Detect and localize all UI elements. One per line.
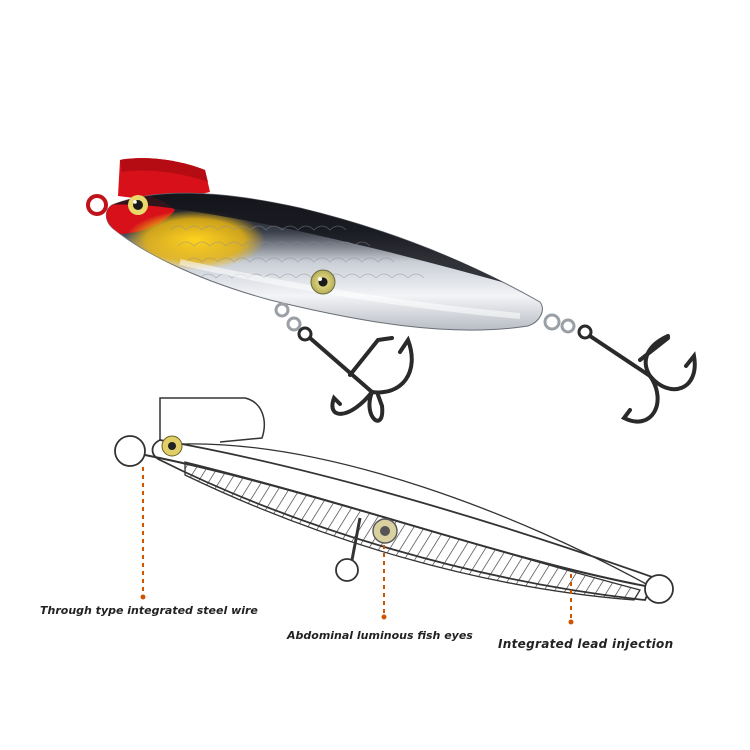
label-steel-wire: Through type integrated steel wire xyxy=(40,604,258,617)
lip-outline xyxy=(159,397,266,443)
steel-wire-line xyxy=(144,454,657,589)
lure-illustration xyxy=(86,158,697,424)
line-tie-ring xyxy=(86,194,108,216)
luminous-eye-icon xyxy=(310,269,336,295)
luminous-eye-icon xyxy=(161,435,183,457)
abdominal-eye xyxy=(372,518,398,544)
tail-tie-ring xyxy=(644,574,674,604)
lead-injection-area xyxy=(184,461,642,601)
head-eye xyxy=(128,195,148,215)
belly-hook-ring xyxy=(335,558,359,582)
label-lead-injection: Integrated lead injection xyxy=(498,637,674,651)
label-luminous-eyes: Abdominal luminous fish eyes xyxy=(287,629,473,642)
front-tie-ring xyxy=(114,435,146,467)
cross-section-diagram xyxy=(114,397,674,625)
treble-hook-icon xyxy=(577,324,697,424)
treble-hook-icon xyxy=(297,326,414,423)
